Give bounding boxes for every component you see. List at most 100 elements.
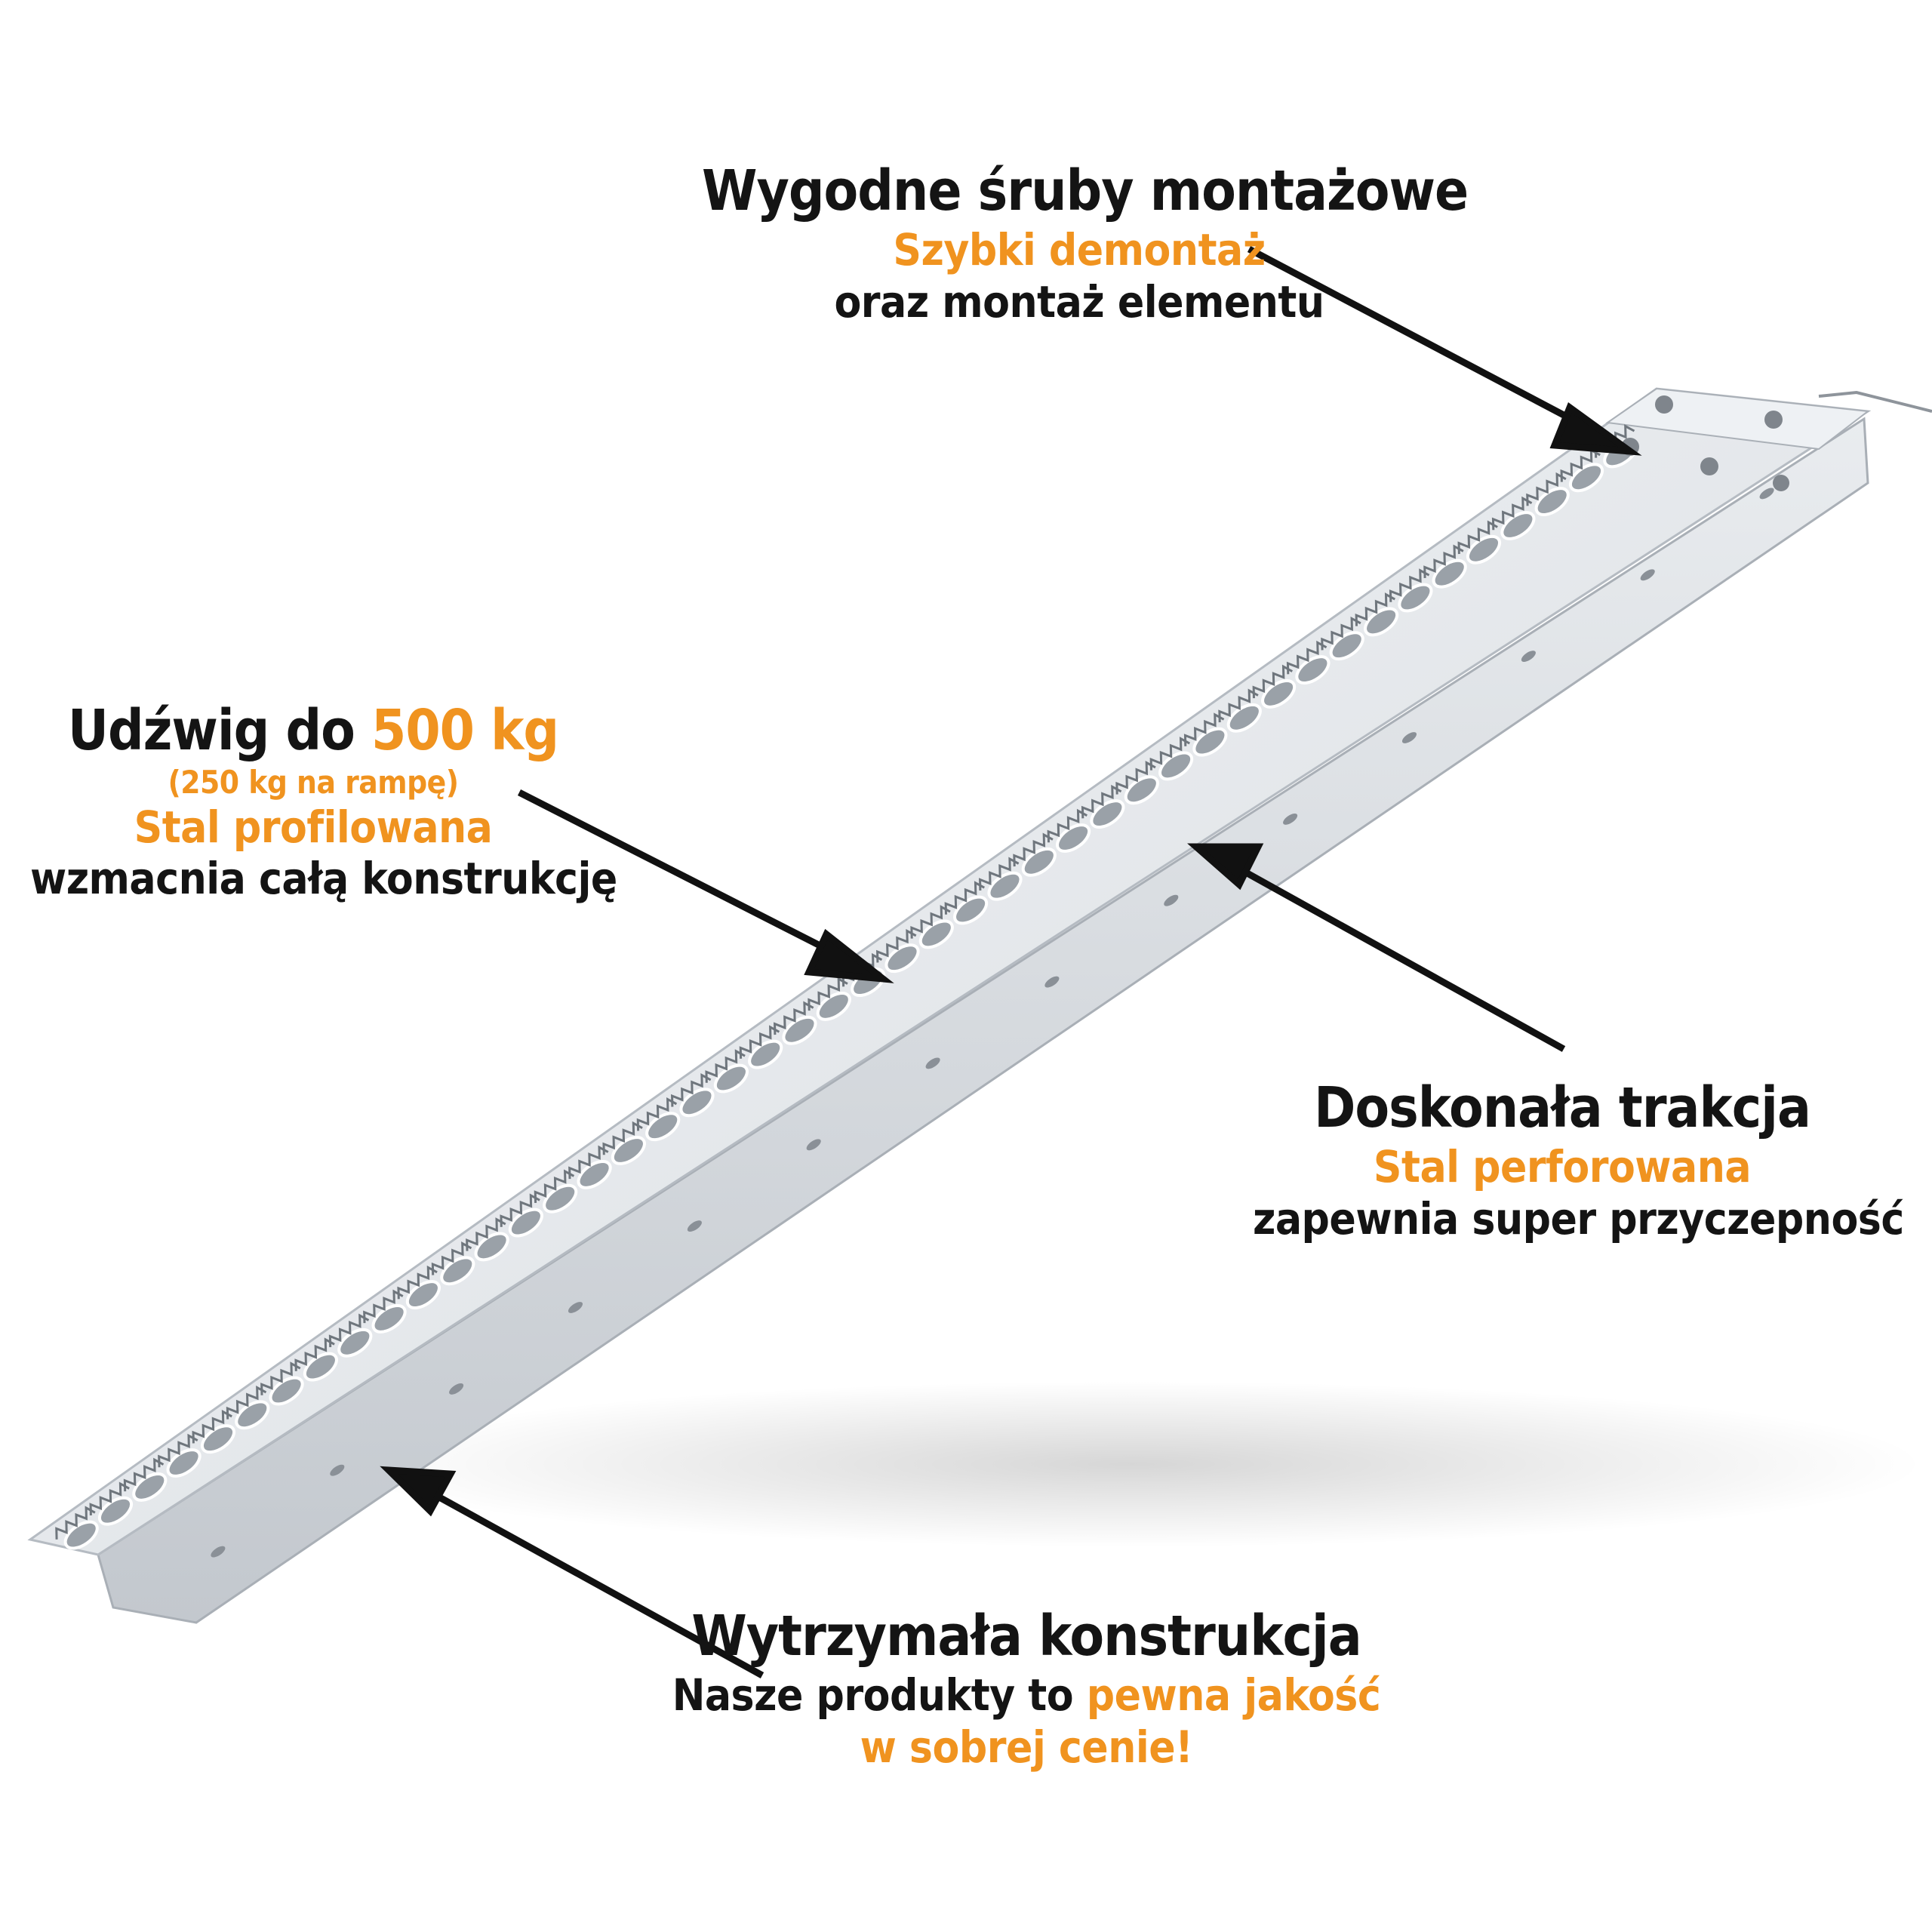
callout-title: Wygodne śruby montażowe [702,158,1469,223]
traction-tooth-icon [1252,664,1297,709]
traction-tooth-icon [671,1073,715,1118]
callout-load-capacity: Udźwig do 500 kg (250 kg na rampę) Stal … [30,698,617,905]
load-prefix: Udźwig do [67,698,372,763]
pointer-arrows [380,246,1642,1678]
mounting-bolts [1621,395,1789,491]
side-slot [1044,976,1060,988]
arrow-load [517,789,848,962]
traction-tooth-icon [1047,808,1091,853]
callout-title: Doskonała trakcja [1314,1075,1811,1140]
hinge-wire [1818,390,1932,413]
arrow-head-icon [380,1466,457,1517]
traction-tooth-icon [1355,592,1399,637]
side-slot [1521,651,1536,663]
traction-tooth-icon [1423,544,1467,589]
traction-tooth-icon [1286,640,1331,685]
callout-description: wzmacnia całą konstrukcję [30,853,617,905]
traction-tooth-icon [1081,784,1125,829]
callout-subtitle: Stal profilowana [134,801,493,853]
arrow-durable [432,1491,764,1678]
arrow-head-icon [1187,843,1264,891]
traction-tooth-icon [739,1025,783,1069]
arrow-bolts [1247,246,1595,433]
side-slot [1164,894,1179,906]
traction-tooth-icon [226,1386,270,1430]
callout-description: Nasze produkty to pewna jakość [649,1669,1404,1721]
callout-title: Udźwig do 500 kg [30,698,596,764]
ramp-tread-surface [27,387,1872,1556]
bolt-icon [1773,475,1789,491]
side-slot [806,1139,821,1151]
side-slot [330,1464,345,1476]
floor-shadow [340,1381,1924,1547]
traction-tooth-icon [500,1193,543,1238]
traction-tooth-icon [705,1049,749,1094]
bolt-icon [1655,395,1673,414]
traction-tooth-icon [774,1001,817,1045]
traction-tooth-icon [1526,472,1570,517]
traction-tooth-icon [808,977,851,1021]
traction-tooth-icon [979,857,1023,901]
traction-tooth-icon [1115,761,1159,805]
traction-tooth-icon [158,1433,202,1478]
load-note: (250 kg na rampę) [168,764,459,801]
traction-tooth-icon [397,1265,441,1310]
traction-tooth-icon [1218,688,1262,733]
side-slot [568,1302,583,1313]
traction-tooth-icon [1491,496,1536,540]
callout-subtitle: Stal perforowana [1373,1141,1752,1193]
traction-tooth-icon [294,1337,338,1382]
callout-subtitle: w sobrej cenie! [860,1721,1193,1773]
durable-prefix: Nasze produkty to [672,1669,1087,1721]
arrow-head-icon [804,928,894,983]
traction-tooth-icon [55,1506,99,1550]
traction-tooth-icon [1183,712,1228,757]
side-slot [925,1057,940,1069]
side-slot [1283,813,1298,825]
traction-tooth-icon [636,1097,681,1142]
traction-tooth-icon [466,1217,509,1262]
callout-description: zapewnia super przyczepność [1253,1192,1904,1244]
bolt-icon [1764,411,1783,429]
side-slot [1640,569,1655,581]
traction-tooth-icon [944,881,989,925]
callout-subtitle: Szybki demontaż [893,224,1266,276]
traction-tooth-icon [1321,616,1364,661]
side-slot [211,1546,226,1558]
traction-tooth-icon [1013,832,1057,877]
arrow-traction [1235,865,1566,1052]
callout-traction: Doskonała trakcja Stal perforowana zapew… [1253,1075,1904,1244]
traction-tooth-icon [260,1361,304,1406]
traction-tooth-icon [192,1409,236,1454]
traction-tooth-icon [1560,448,1604,493]
traction-tooth-icon [328,1313,373,1358]
traction-tooth-icon [534,1169,578,1214]
traction-tooth-icon [1149,737,1194,781]
durable-accent: pewna jakość [1086,1669,1381,1721]
callout-mounting-bolts: Wygodne śruby montażowe Szybki demontaż … [702,158,1469,328]
side-slots [211,488,1774,1558]
side-slot [1759,488,1774,500]
bolt-icon [1700,457,1718,475]
side-slot [687,1220,702,1232]
callout-durable-construction: Wytrzymała konstrukcja Nasze produkty to… [649,1604,1404,1773]
traction-tooth-icon [568,1145,612,1189]
ramp-side-wall [97,417,1869,1624]
load-value: 500 kg [371,698,559,763]
traction-tooth-icon [1457,520,1502,565]
side-slot [449,1383,464,1395]
side-slot [1401,732,1417,743]
traction-tooth-icon [123,1457,168,1502]
callout-description: oraz montaż elementu [834,275,1324,328]
traction-tooth-icon [431,1241,475,1286]
callout-title: Wytrzymała konstrukcja [691,1604,1361,1669]
traction-tooth-icon [1389,568,1433,613]
traction-teeth [55,424,1638,1550]
arrow-head-icon [1549,401,1642,456]
traction-tooth-icon [363,1289,407,1334]
traction-tooth-icon [602,1121,646,1165]
traction-tooth-icon [89,1481,134,1526]
traction-tooth-icon [910,905,954,949]
